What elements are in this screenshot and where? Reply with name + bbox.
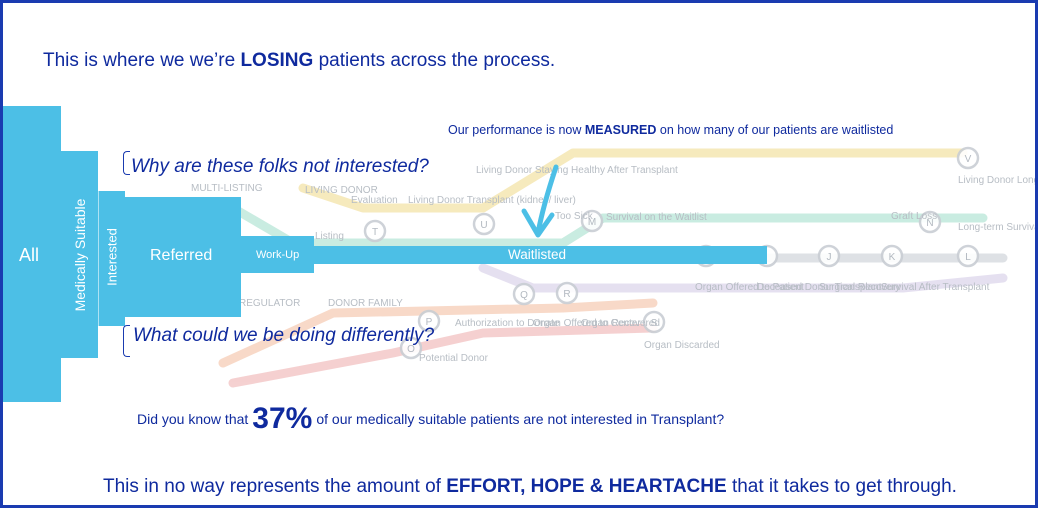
footer-post: that it takes to get through. (726, 476, 957, 497)
did-you-know-pre: Did you know that (137, 411, 249, 427)
funnel-interested-label: Interested (104, 228, 120, 286)
performance-post: on how many of our patients are waitlist… (656, 123, 894, 137)
map-label: Too Sick (555, 211, 594, 222)
map-label: Living Donor Long-term Experiences (958, 175, 1035, 186)
funnel-all-label: All (19, 245, 40, 265)
station-T (363, 219, 387, 243)
station-letter: U (480, 220, 487, 231)
station-letter: L (965, 252, 971, 263)
performance-note: Our performance is now MEASURED on how m… (448, 123, 893, 137)
map-label: Survival on the Waitlist (606, 212, 707, 223)
map-label: Living Donor Staying Healthy After Trans… (476, 165, 678, 176)
map-line-orange (218, 298, 658, 368)
map-label: Organ Discarded (644, 340, 720, 351)
map-label: Evaluation (351, 195, 398, 206)
station-P (417, 309, 441, 333)
pointer-arrow-icon (521, 164, 559, 238)
station-letter: P (426, 317, 433, 328)
map-label: Potential Donor (419, 353, 489, 364)
funnel-interested: Interested (98, 191, 125, 326)
funnel-work-up: Work-Up (241, 236, 314, 273)
station-letter: R (563, 289, 570, 300)
station-N (918, 210, 942, 234)
question-do-differently: What could we be doing differently? (133, 325, 435, 346)
funnel-waitlisted-label: Waitlisted (508, 247, 567, 262)
station-letter: Q (520, 290, 528, 301)
map-label: Deceased Donor Transplant (757, 282, 882, 293)
station-letter: M (588, 217, 596, 228)
map-label: REGULATOR (239, 298, 300, 309)
station-letter: K (889, 252, 896, 263)
station-letter: O (407, 344, 415, 355)
bracket-top (123, 151, 130, 175)
map-line-green (228, 203, 988, 248)
performance-emphasis: MEASURED (584, 123, 657, 137)
map-label: Living Donor Transplant (kidney/ liver) (408, 195, 576, 206)
map-label: Authorization to Donate (455, 318, 560, 329)
question-not-interested: Why are these folks not interested? (131, 156, 429, 177)
station-letter: J (827, 252, 832, 263)
station-letter: V (965, 154, 972, 165)
funnel-medically-suitable-label: Medically Suitable (72, 198, 88, 312)
station-K (880, 244, 904, 268)
stat-percentage: 37% (252, 402, 313, 435)
funnel-referred-label: Referred (150, 247, 213, 264)
station-Q (512, 282, 536, 306)
station-O (399, 336, 423, 360)
map-label: Graft Loss (891, 211, 937, 222)
footer-pre: This in no way represents the amount of (103, 476, 447, 497)
map-label: Long-term Survival (958, 222, 1035, 233)
station-letter: S (651, 318, 658, 329)
station-letter: T (372, 227, 378, 238)
map-label: Organ Recovered (581, 318, 660, 329)
map-line-yellow (298, 148, 968, 213)
station-J (817, 244, 841, 268)
map-line-purple (478, 263, 1008, 293)
map-line-red (228, 323, 658, 388)
map-label: Organ Offered to Patient (695, 282, 804, 293)
funnel-referred: Referred (125, 197, 241, 317)
station-letter: N (926, 218, 933, 229)
station-R (555, 281, 579, 305)
headline-post: patients across the process. (313, 50, 556, 71)
funnel-all: All (3, 106, 61, 402)
footer-statement: This in no way represents the amount of … (103, 476, 957, 498)
funnel-work-up-label: Work-Up (256, 249, 300, 261)
headline-emphasis: LOSING (240, 50, 314, 71)
station-S (642, 310, 666, 334)
station-M (580, 209, 604, 233)
did-you-know-post: of our medically suitable patients are n… (316, 411, 725, 427)
station-U (472, 212, 496, 236)
map-label: LIVING DONOR (305, 185, 378, 196)
map-label: DONOR FAMILY (328, 298, 403, 309)
footer-emphasis: EFFORT, HOPE & HEARTACHE (446, 476, 727, 497)
bracket-bottom (123, 325, 130, 357)
map-label: Listing (315, 231, 344, 242)
headline-pre: This is where we we’re (43, 50, 241, 71)
funnel-medically-suitable: Medically Suitable (61, 151, 98, 358)
map-label: Organ Offered to Center (533, 318, 641, 329)
station-V (956, 146, 980, 170)
map-label: MULTI-LISTING (191, 183, 263, 194)
map-label: Survival After Transplant (881, 282, 990, 293)
performance-pre: Our performance is now (448, 123, 585, 137)
headline: This is where we we’re LOSING patients a… (43, 50, 555, 72)
station-L (956, 244, 980, 268)
map-label: Surgical Recovery (819, 282, 900, 293)
funnel-waitlisted: Waitlisted (314, 246, 767, 264)
